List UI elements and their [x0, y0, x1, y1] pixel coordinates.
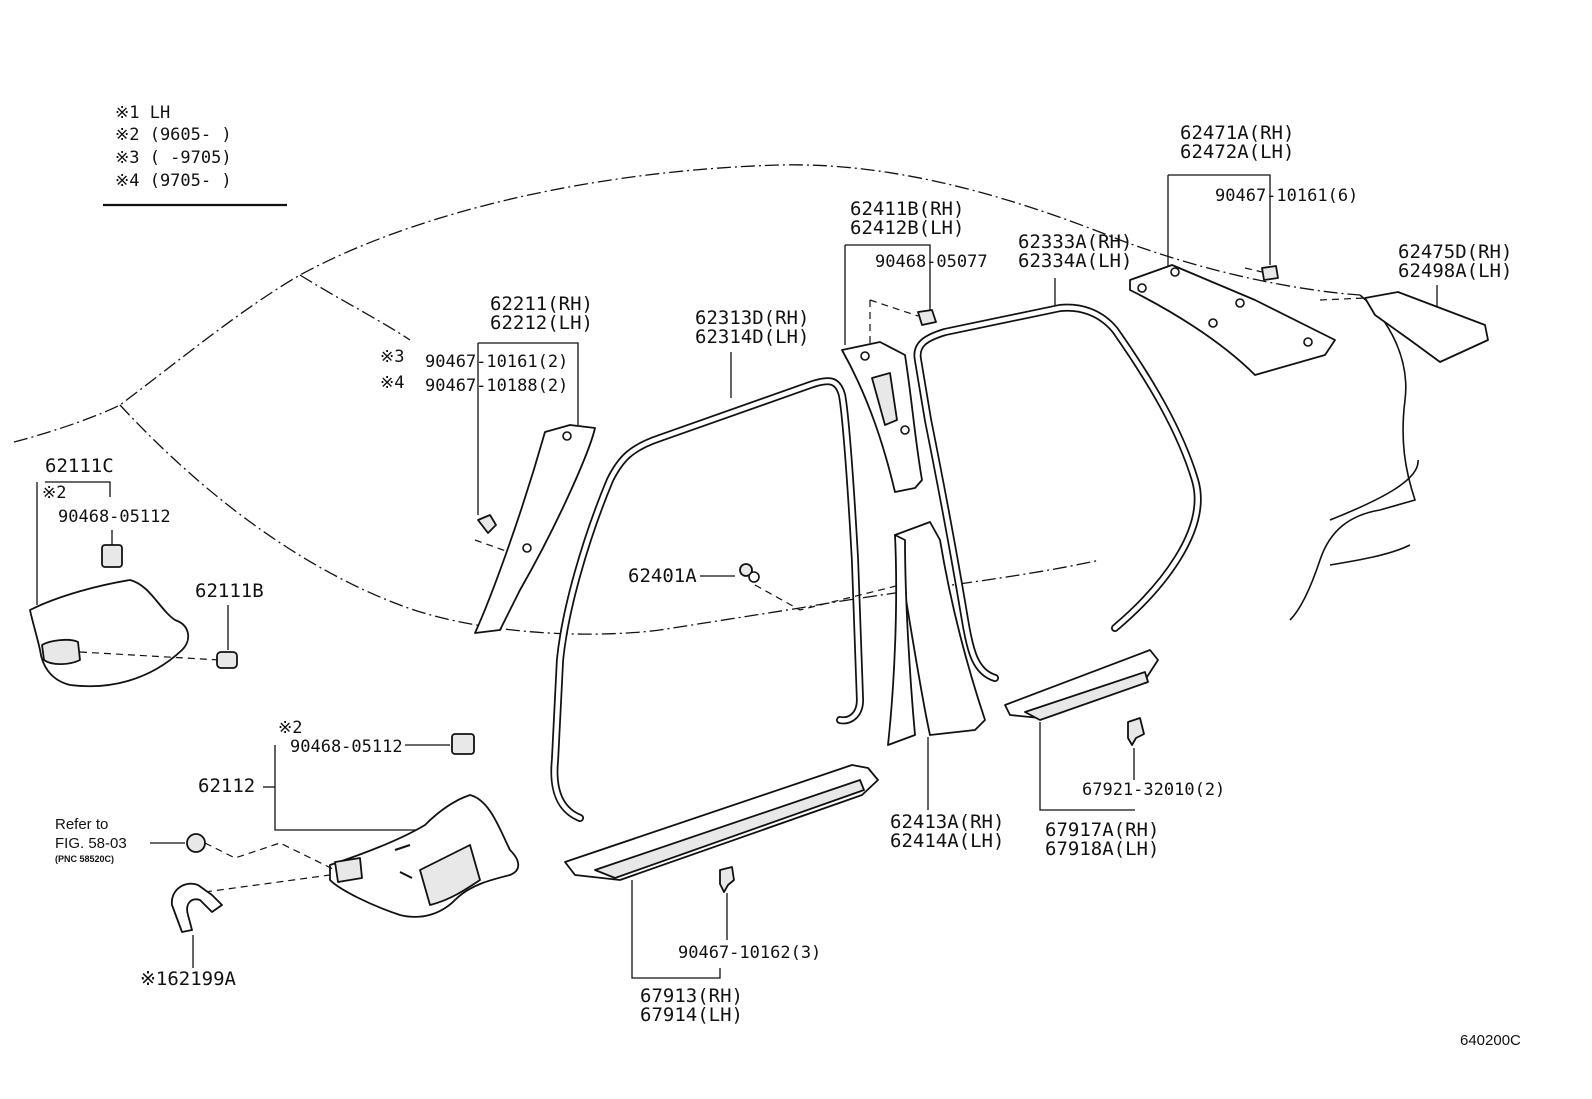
label-62112[interactable]: 62112	[198, 775, 255, 797]
label-note-4-tag: ※4	[380, 373, 404, 393]
clip-90468-05077	[917, 309, 937, 326]
part-67917a-group: 67921-32010(2) 67917A(RH) 67918A(LH)	[1004, 649, 1225, 860]
label-62111c[interactable]: 62111C	[45, 455, 114, 477]
part-67913-group: 90467-10162(3) 67913(RH) 67914(LH)	[564, 764, 879, 1026]
panel-62112	[329, 794, 520, 918]
part-62333a-group: 62333A(RH) 62334A(LH)	[913, 231, 1202, 682]
label-62313d[interactable]: 62313D(RH)	[695, 307, 809, 329]
figure-code: 640200C	[1460, 1032, 1521, 1049]
label-62111b[interactable]: 62111B	[195, 580, 264, 602]
part-62413a-group: 62413A(RH) 62414A(LH)	[887, 521, 1004, 852]
part-62211-group: 62211(RH) 62212(LH) ※3 ※4 90467-10161(2)…	[380, 293, 596, 634]
clip-fig-58-03	[186, 833, 206, 853]
label-67913[interactable]: 67913(RH)	[640, 985, 743, 1007]
clip-90468-05112-a	[101, 544, 123, 568]
clip-62401a	[739, 563, 753, 577]
label-67914[interactable]: 67914(LH)	[640, 1004, 743, 1026]
label-62334a[interactable]: 62334A(LH)	[1018, 250, 1132, 272]
leader-62471a	[1168, 174, 1271, 265]
part-62111c-group: 62111C ※2 90468-05112 62111B	[29, 455, 264, 688]
label-62314d[interactable]: 62314D(LH)	[695, 326, 809, 348]
trim-62471a	[1129, 264, 1336, 376]
garnish-62211	[474, 424, 596, 634]
part-62313d-group: 62313D(RH) 62314D(LH)	[550, 307, 864, 822]
label-62475d[interactable]: 62475D(RH)	[1398, 241, 1512, 263]
weatherstrip-62333a	[913, 303, 1202, 682]
clip-90468-05112-b	[451, 733, 475, 755]
car-body-outline	[13, 164, 1419, 635]
clip-90467-10161-a	[477, 514, 497, 534]
trim-62111c	[29, 579, 190, 688]
leader-67917a	[1039, 722, 1135, 811]
clip-90467-10161-6	[1261, 265, 1279, 281]
label-62199a[interactable]: ※162199A	[140, 968, 237, 990]
label-62112-note: ※2	[278, 718, 302, 738]
clip-67921-32010	[1127, 717, 1145, 746]
label-67917a[interactable]: 67917A(RH)	[1045, 819, 1159, 841]
note-1: ※1 LH	[115, 103, 170, 123]
part-62475d-group: 62475D(RH) 62498A(LH)	[1319, 241, 1512, 363]
clamp-62199a	[171, 882, 223, 933]
leader-62211	[478, 342, 579, 425]
note-3: ※3 ( -9705)	[115, 148, 232, 168]
leader-62111c	[45, 481, 111, 497]
label-62413a[interactable]: 62413A(RH)	[890, 811, 1004, 833]
label-note-3-tag: ※3	[380, 347, 404, 367]
label-62472a[interactable]: 62472A(LH)	[1180, 141, 1294, 163]
refer-group: Refer to FIG. 58-03 (PNC 58520C) ※162199…	[55, 816, 237, 990]
label-90467-10188-2[interactable]: 90467-10188(2)	[425, 376, 568, 396]
panel-62475d	[1364, 291, 1489, 363]
part-62411b-group: 62411B(RH) 62412B(LH) 90468-05077	[841, 198, 988, 493]
refer-fig-link[interactable]: FIG. 58-03	[55, 835, 127, 852]
leader-67913	[631, 880, 721, 979]
label-62412b[interactable]: 62412B(LH)	[850, 217, 964, 239]
label-90468-05077[interactable]: 90468-05077	[875, 252, 988, 272]
label-62471a[interactable]: 62471A(RH)	[1180, 122, 1294, 144]
label-62212[interactable]: 62212(LH)	[490, 312, 593, 334]
notes-legend: ※1 LH ※2 (9605- ) ※3 ( -9705) ※4 (9705- …	[103, 103, 287, 207]
clip-62111b	[216, 651, 238, 669]
label-62333a[interactable]: 62333A(RH)	[1018, 231, 1132, 253]
refer-to-text: Refer to	[55, 816, 108, 833]
label-62414a[interactable]: 62414A(LH)	[890, 830, 1004, 852]
note-4: ※4 (9705- )	[115, 171, 232, 191]
part-62401a-group: 62401A	[628, 563, 901, 611]
label-62401a[interactable]: 62401A	[628, 565, 697, 587]
label-90467-10161-6[interactable]: 90467-10161(6)	[1215, 186, 1358, 206]
scuff-plate-67913	[564, 764, 879, 881]
part-62112-group: ※2 90468-05112 62112	[198, 718, 520, 918]
label-62498a[interactable]: 62498A(LH)	[1398, 260, 1512, 282]
label-90467-10161-2[interactable]: 90467-10161(2)	[425, 352, 568, 372]
label-90467-10162-3[interactable]: 90467-10162(3)	[678, 943, 821, 963]
weatherstrip-62313d	[550, 377, 864, 822]
note-2: ※2 (9605- )	[115, 125, 232, 145]
clip-90467-10162-3	[719, 866, 735, 893]
refer-pnc-text: (PNC 58520C)	[55, 854, 114, 864]
part-62471a-group: 62471A(RH) 62472A(LH) 90467-10161(6)	[1129, 122, 1358, 376]
garnish-62413a	[894, 521, 986, 736]
label-90468-05112-b[interactable]: 90468-05112	[290, 737, 403, 757]
leader-62411b	[845, 244, 931, 310]
label-67921-32010[interactable]: 67921-32010(2)	[1082, 780, 1225, 800]
label-62111c-note: ※2	[42, 483, 66, 503]
leader-62112	[274, 745, 420, 831]
label-67918a[interactable]: 67918A(LH)	[1045, 838, 1159, 860]
label-62411b[interactable]: 62411B(RH)	[850, 198, 964, 220]
label-90468-05112-a[interactable]: 90468-05112	[58, 507, 171, 527]
label-62211[interactable]: 62211(RH)	[490, 293, 593, 315]
